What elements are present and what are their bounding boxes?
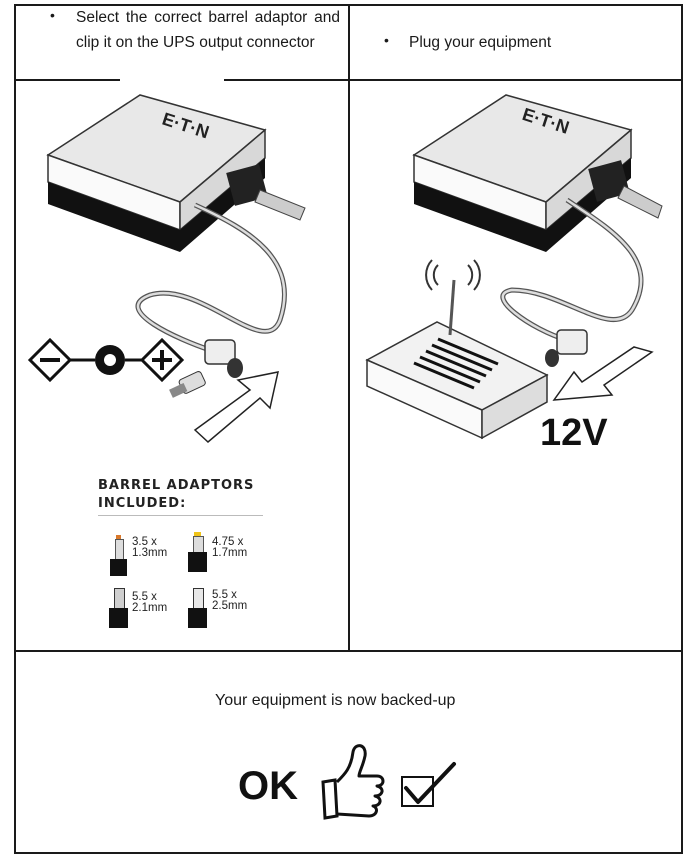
adaptors-heading-line1: BARREL ADAPTORS — [98, 478, 255, 493]
ups-with-router-illustration: E·T·N 12V — [365, 94, 663, 454]
table-border-right — [681, 4, 683, 853]
footer-message: Your equipment is now backed-up — [215, 692, 456, 709]
adaptor-size-line2: 2.5mm — [212, 600, 248, 612]
table-divider-row1-right — [224, 79, 683, 81]
adaptor-size-line2: 2.1mm — [132, 602, 168, 614]
table-border-bottom — [14, 852, 683, 854]
adaptor-tip-icon — [194, 532, 201, 536]
step2-text: Plug your equipment — [409, 34, 552, 51]
adaptor-item-3: 5.5 x 2.1mm — [108, 588, 188, 630]
adaptor-size-line2: 1.7mm — [212, 547, 248, 559]
adaptor-tip-icon — [116, 535, 121, 539]
step1-text: Select the correct barrel adaptor and cl… — [76, 9, 340, 51]
adaptor-tip-icon — [193, 588, 204, 610]
adaptor-size-line1: 3.5 x — [132, 536, 157, 548]
adaptor-size-line1: 5.5 x — [132, 591, 157, 603]
adaptor-size-line1: 5.5 x — [212, 589, 237, 601]
adaptor-tip-icon — [114, 588, 125, 610]
table-border-left — [14, 4, 16, 853]
voltage-label: 12V — [540, 412, 608, 454]
adaptors-divider — [98, 515, 263, 516]
step1-bullet: • — [50, 7, 55, 23]
adaptor-item-1: 3.5 x 1.3mm — [108, 535, 188, 580]
adaptor-item-2: 4.75 x 1.7mm — [187, 532, 267, 580]
table-divider-row2 — [14, 650, 683, 652]
checkbox-checked-icon — [401, 776, 434, 807]
ups-with-adaptor-illustration: E·T·N — [27, 94, 306, 444]
ok-label: OK — [238, 764, 298, 808]
adaptors-heading-line2: INCLUDED: — [98, 496, 187, 511]
thumbs-up-icon — [321, 744, 385, 820]
step2-bullet: • — [384, 32, 389, 48]
table-divider-vertical — [348, 4, 350, 651]
checkmark-icon — [404, 762, 456, 804]
adaptor-item-4: 5.5 x 2.5mm — [187, 588, 267, 630]
adaptor-size-line1: 4.75 x — [212, 536, 244, 548]
table-divider-row1-left — [14, 79, 120, 81]
adaptor-size-line2: 1.3mm — [132, 547, 168, 559]
